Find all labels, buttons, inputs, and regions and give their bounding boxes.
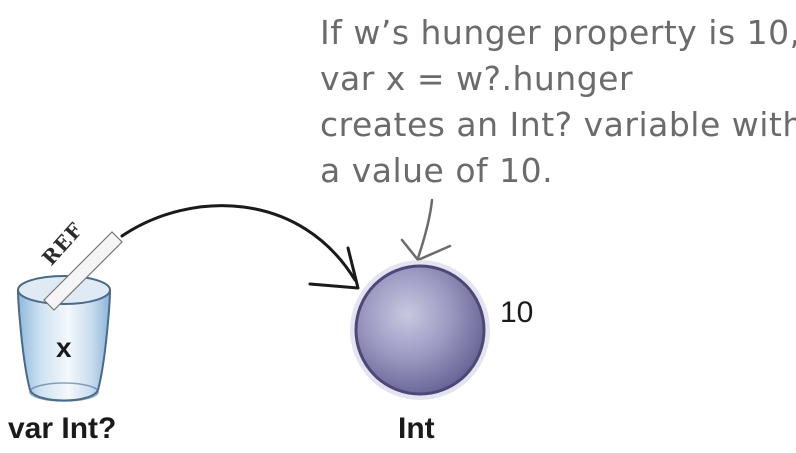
reference-arrow: [122, 206, 358, 288]
object-type-label: Int: [398, 412, 435, 446]
variable-type-label: var Int?: [8, 412, 116, 446]
annotation-line: creates an Int? variable with: [320, 102, 794, 148]
annotation-text: If w’s hunger property is 10, var x = w?…: [320, 10, 794, 194]
int-object-sphere: [350, 260, 490, 400]
annotation-pointer-arrow: [402, 200, 450, 260]
annotation-line: If w’s hunger property is 10,: [320, 10, 794, 56]
annotation-line: var x = w?.hunger: [320, 56, 794, 102]
annotation-line: a value of 10.: [320, 148, 794, 194]
object-value-label: 10: [500, 296, 533, 330]
variable-name-label: x: [56, 332, 72, 364]
